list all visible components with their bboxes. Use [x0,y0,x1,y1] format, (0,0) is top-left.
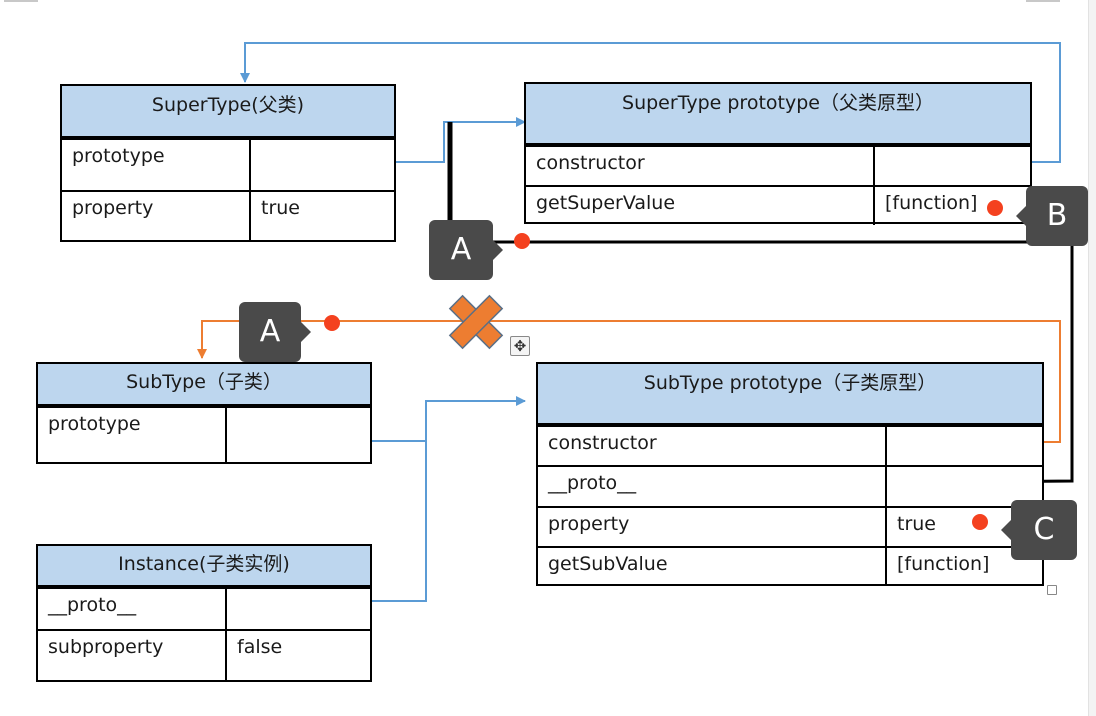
row-key: subproperty [38,631,227,681]
subtype-header: SubType（子类） [38,364,370,406]
supertype-prototype-header: SuperType prototype（父类原型） [526,84,1030,145]
table-row: prototype [38,406,370,462]
row-key: constructor [538,427,887,465]
callout-b: B [1026,186,1088,246]
instance-table[interactable]: Instance(子类实例) __proto__ subproperty fal… [36,544,372,682]
row-key: property [538,508,887,546]
marker-dot [987,200,1003,216]
row-value [887,467,907,506]
row-key: getSuperValue [526,187,875,225]
row-key: prototype [38,408,227,462]
top-edge-bar-right [1026,0,1060,2]
table-row: getSubValue [function] [538,546,1042,586]
supertype-table[interactable]: SuperType(父类) prototype property true [60,84,396,242]
supertype-header: SuperType(父类) [62,86,394,138]
callout-a-mid: A [239,302,301,362]
marker-dot [324,315,340,331]
instance-header: Instance(子类实例) [38,546,370,587]
row-value: false [237,636,283,658]
row-key: property [62,192,251,242]
row-value: true [261,197,300,219]
subtype-prototype-table[interactable]: SubType prototype（子类原型） constructor __pr… [536,362,1044,586]
row-value [251,140,271,190]
table-row: __proto__ [38,587,370,629]
row-value: [function] [885,192,978,214]
row-value: [function] [897,553,990,575]
row-value [227,408,247,462]
callout-c: C [1011,500,1077,560]
callout-a-top: A [429,220,493,280]
row-key: constructor [526,147,875,185]
resize-handle[interactable] [1047,585,1057,595]
table-row: property true [538,506,1042,546]
row-key: __proto__ [538,467,887,506]
row-key: getSubValue [538,548,887,586]
row-value [887,427,907,465]
scrollbar-track[interactable] [1088,0,1096,716]
table-row: subproperty false [38,629,370,681]
supertype-prototype-table[interactable]: SuperType prototype（父类原型） constructor ge… [524,82,1032,225]
row-key: prototype [62,140,251,190]
row-value [227,589,247,629]
connector-superproto-constructor-to-supertype [240,42,1061,163]
connector-subtype-prototype-to-subproto [324,396,526,442]
move-handle-icon[interactable]: ✥ [510,336,530,356]
connector-supertype-prototype-to-superproto [358,117,526,163]
table-row: getSuperValue [function] [526,185,1030,225]
row-key: __proto__ [38,589,227,629]
row-value: true [897,513,936,535]
cross-mark-icon [448,294,504,350]
table-row: prototype [62,138,394,190]
marker-dot [972,514,988,530]
table-row: constructor [538,425,1042,465]
table-row: __proto__ [538,465,1042,506]
table-row: property true [62,190,394,242]
table-row: constructor [526,145,1030,185]
row-value [875,147,895,185]
top-edge-bar-left [4,0,38,2]
marker-dot [514,233,530,249]
subtype-table[interactable]: SubType（子类） prototype [36,362,372,464]
subtype-prototype-header: SubType prototype（子类原型） [538,364,1042,425]
